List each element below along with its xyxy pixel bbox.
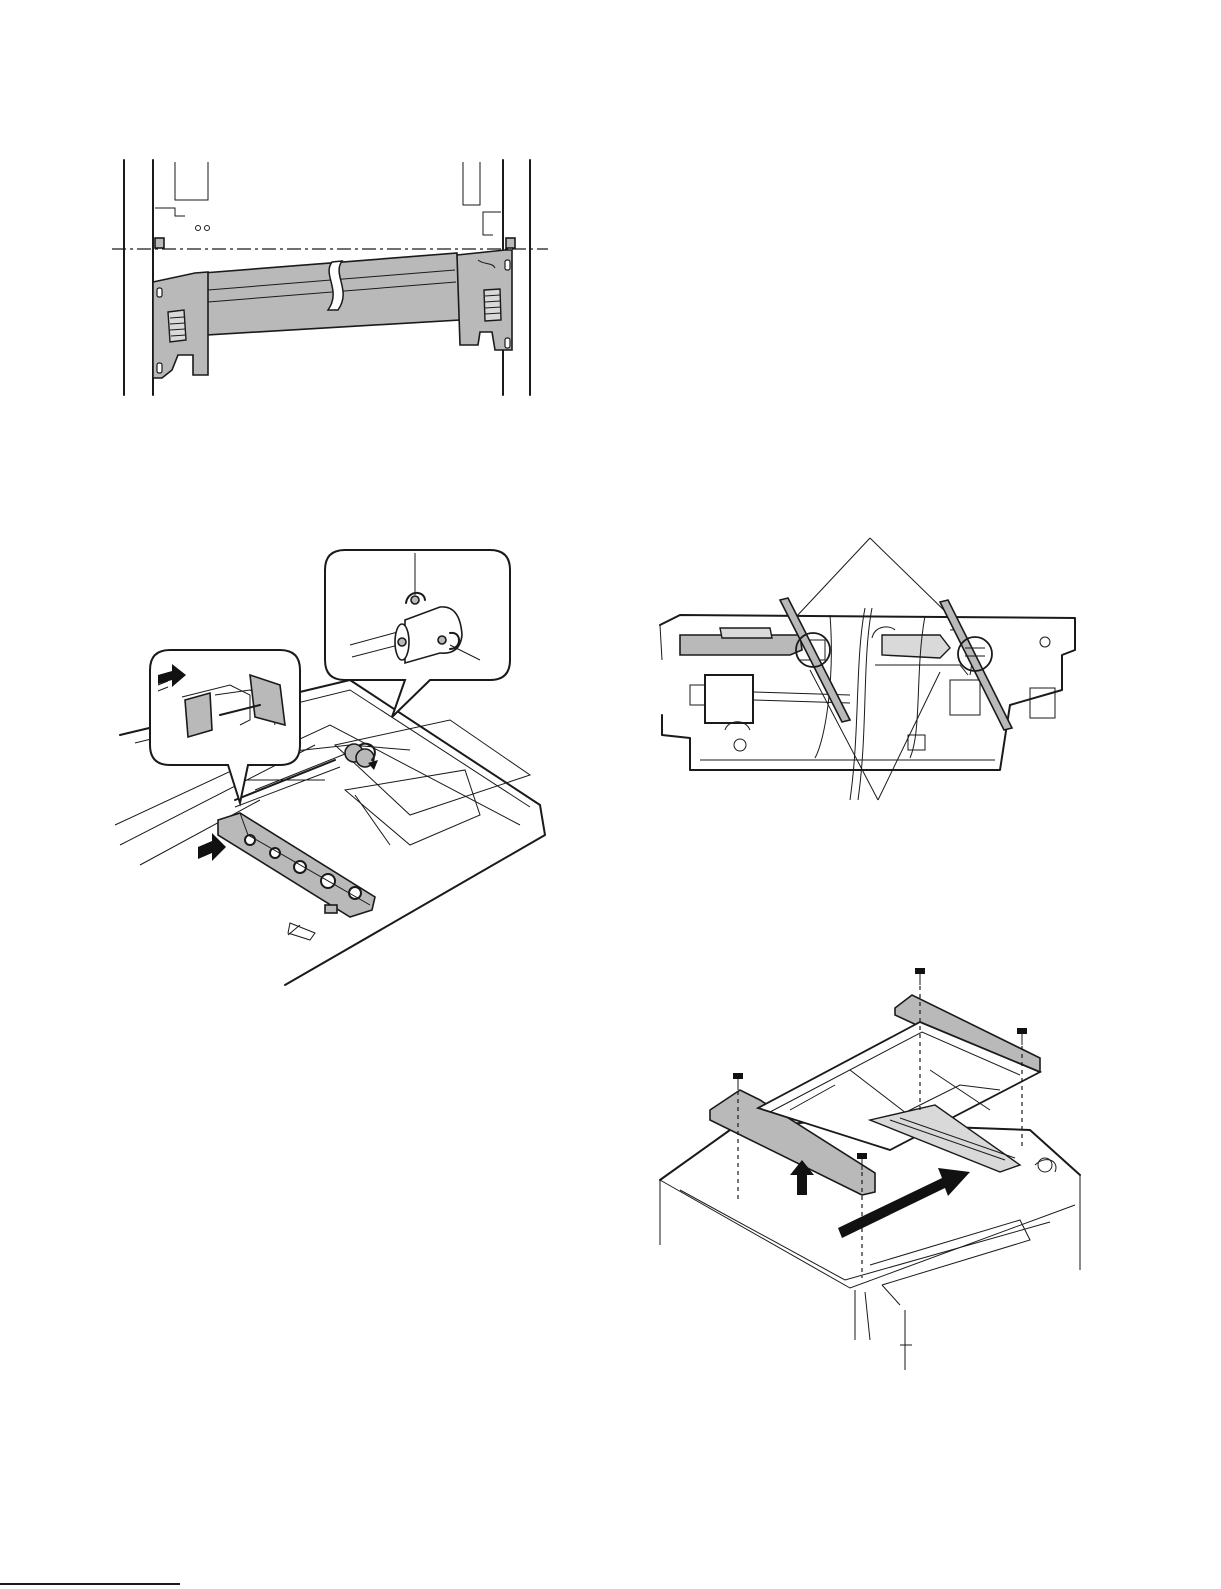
figure-mirror-unit [100, 545, 570, 990]
rail-bracket-diagram-icon [112, 160, 548, 395]
mirror-unit-install-diagram-icon [115, 550, 545, 985]
figure-rail-bracket [100, 150, 560, 405]
figure-glass-removal [650, 960, 1100, 1380]
glass-removal-diagram-icon [660, 968, 1080, 1370]
footer-rule [0, 1580, 1221, 1589]
screw-icon [1017, 1028, 1027, 1150]
figure-wire-position [650, 530, 1100, 810]
wire-position-diagram-icon [660, 538, 1075, 800]
